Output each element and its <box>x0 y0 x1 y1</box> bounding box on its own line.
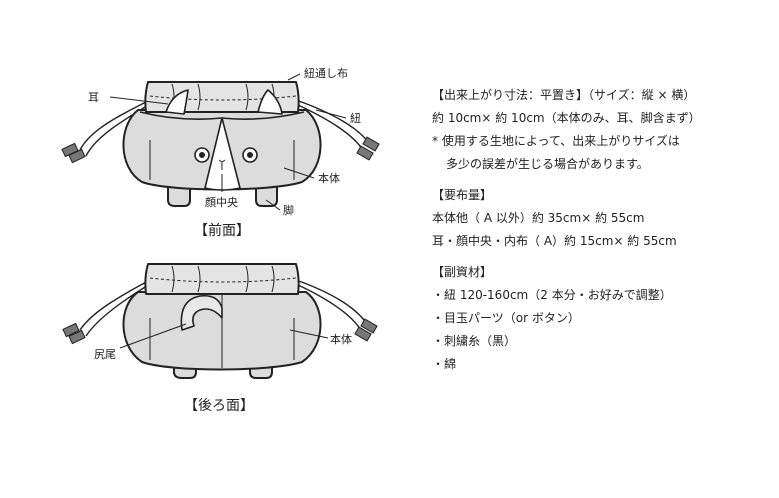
front-casing-gathers <box>171 83 275 111</box>
front-panel-edge-right <box>221 111 305 120</box>
size-note-1: * 使用する生地によって、出来上がりサイズは <box>432 134 680 148</box>
caption-front: 【前面】 <box>194 222 250 239</box>
front-pupil-left <box>199 152 205 158</box>
label-legs: 脚 <box>283 203 294 217</box>
back-cord-tip-right-1 <box>360 318 378 334</box>
back-cord-right-b <box>295 283 363 333</box>
label-cord: 紐 <box>350 112 361 125</box>
front-cord-tip-right-1 <box>362 136 380 152</box>
front-cord-left-b <box>85 103 151 157</box>
fabric-line-1: 本体他（ A 以外）約 35cm× 約 55cm <box>432 211 645 225</box>
back-leader-body <box>289 329 329 339</box>
back-view: 尻尾 本体 【後ろ面】 <box>62 263 378 414</box>
label-face-center: 顔中央 <box>205 195 238 209</box>
caption-back: 【後ろ面】 <box>184 398 254 414</box>
fabric-line-2: 耳・顔中央・内布（ A）約 15cm× 約 55cm <box>432 234 677 248</box>
label-tail: 尻尾 <box>94 348 116 361</box>
label-cord-casing: 紐通し布 <box>304 67 348 80</box>
front-nose <box>218 159 226 170</box>
back-cord-casing <box>144 263 300 295</box>
spacer <box>432 253 762 261</box>
front-leader-ear <box>109 96 169 105</box>
front-casing-stitch <box>149 95 297 101</box>
material-eyes: ・目玉パーツ（or ボタン） <box>432 311 580 325</box>
spec-text-block: 【出来上がり寸法：平置き】（サイズ：縦 × 横） 約 10cm× 約 10cm（… <box>432 84 762 376</box>
spacer <box>432 176 762 184</box>
front-leader-casing <box>287 73 301 81</box>
front-leader-body <box>283 167 315 179</box>
size-heading: 【出来上がり寸法：平置き】（サイズ：縦 × 横） <box>432 88 696 102</box>
fabric-heading: 【要布量】 <box>432 188 493 202</box>
material-stuffing: ・綿 <box>432 357 457 371</box>
front-panel-edge-left <box>139 111 223 120</box>
material-embroidery-thread: ・刺繍糸（黒） <box>432 334 517 348</box>
back-tail <box>180 294 223 331</box>
front-ear-left <box>165 89 189 115</box>
label-back-body: 本体 <box>330 332 352 346</box>
back-cord-tip-left-1 <box>62 322 80 338</box>
front-leader-legs <box>265 199 281 211</box>
front-pupil-right <box>247 152 253 158</box>
front-cord-tip-left-2 <box>68 148 86 164</box>
front-view: 耳 紐通し布 紐 本体 顔中央 脚 【前面】 <box>61 67 380 239</box>
front-cord-left-a <box>79 99 151 151</box>
size-note-2: 多少の誤差が生じる場合があります。 <box>446 157 649 171</box>
front-ear-right <box>257 89 283 115</box>
back-leader-tail <box>119 323 187 349</box>
front-leader-cord <box>315 109 347 119</box>
material-cord: ・紐 120-160cm（2 本分・お好みで調整） <box>432 288 672 302</box>
size-value: 約 10cm× 約 10cm（本体のみ、耳、脚含まず） <box>432 111 701 125</box>
label-front-body: 本体 <box>318 171 340 185</box>
back-casing-stitch <box>149 277 297 283</box>
back-cord-left-b <box>85 283 151 337</box>
back-casing-gathers <box>171 265 275 293</box>
back-cord-tip-right-2 <box>354 326 372 342</box>
materials-heading: 【副資材】 <box>432 265 493 279</box>
front-cord-tip-right-2 <box>356 145 374 161</box>
back-cord-left-a <box>79 279 151 331</box>
label-ear: 耳 <box>88 91 99 104</box>
back-cord-tip-left-2 <box>68 329 86 345</box>
